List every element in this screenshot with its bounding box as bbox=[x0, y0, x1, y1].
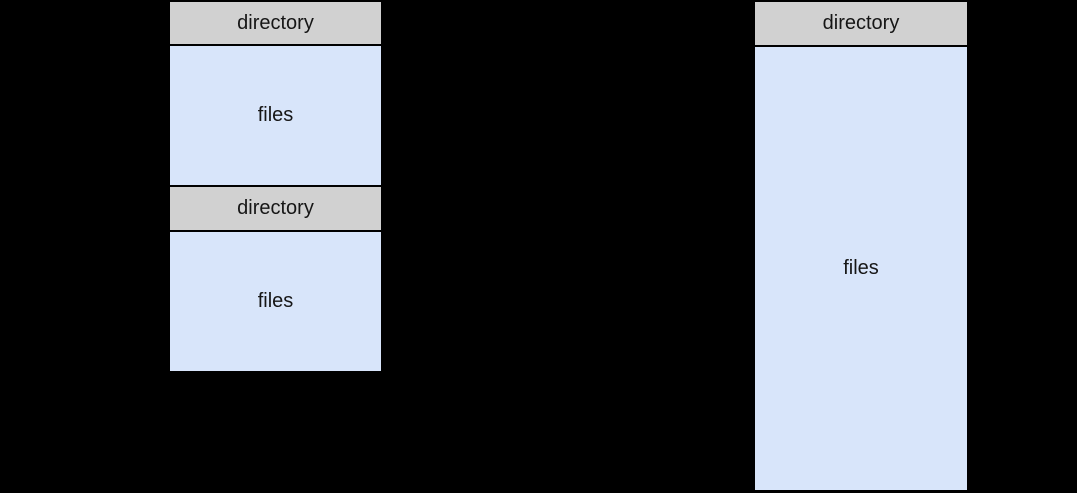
left-files-label-2: files bbox=[257, 290, 294, 312]
left-files-block-2: files bbox=[170, 232, 381, 371]
left-directory-header-1: directory bbox=[170, 2, 381, 44]
left-files-block-1: files bbox=[170, 46, 381, 185]
right-files-label: files bbox=[843, 257, 879, 279]
right-files-block: files bbox=[755, 47, 967, 490]
left-directory-label-1: directory bbox=[237, 11, 314, 34]
right-directory-header: directory bbox=[755, 2, 967, 45]
left-files-label-1: files bbox=[257, 104, 294, 126]
right-directory-label: directory bbox=[822, 12, 900, 34]
left-directory-header-2: directory bbox=[170, 187, 381, 230]
left-directory-structure: directory files directory files bbox=[168, 0, 383, 374]
left-directory-label-2: directory bbox=[237, 197, 314, 219]
right-directory-structure: directory files bbox=[753, 0, 969, 492]
